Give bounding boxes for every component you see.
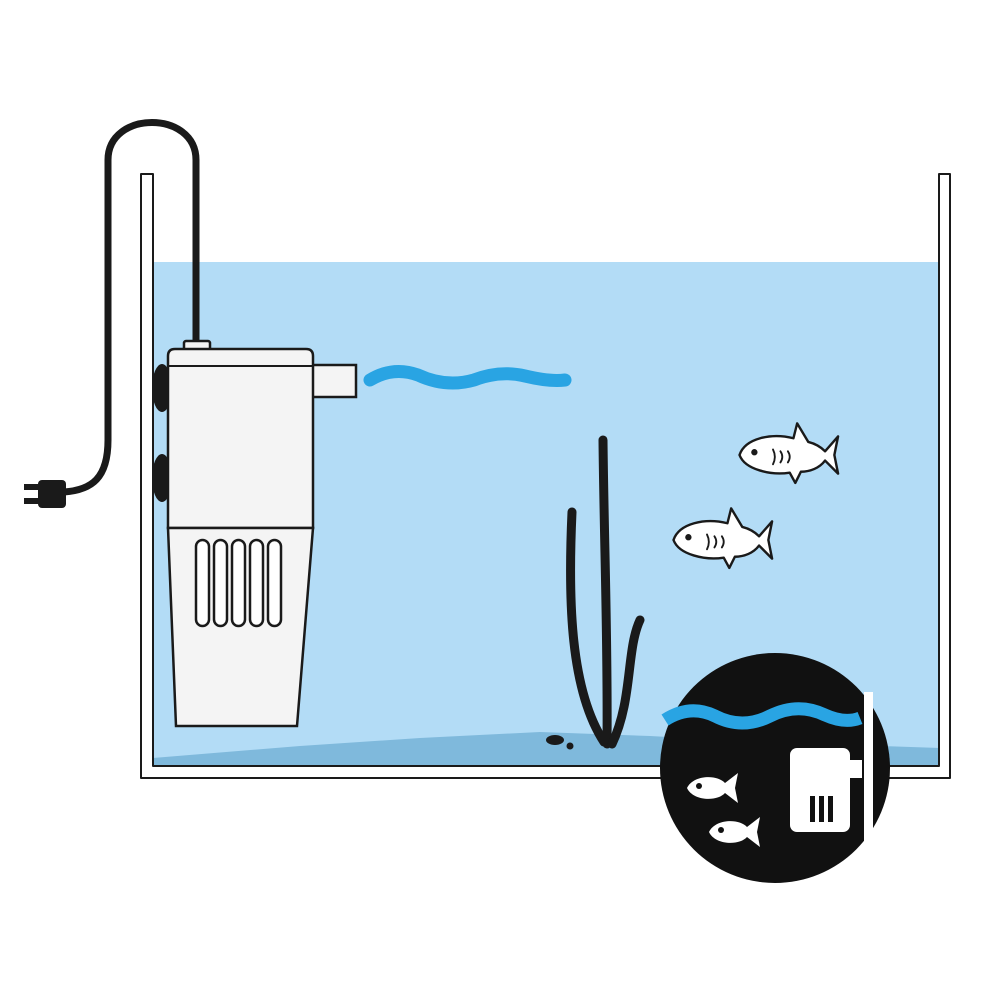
badge-glass-wall xyxy=(864,692,873,842)
plug-prong-top xyxy=(24,484,40,490)
badge-filter-slot xyxy=(828,796,833,822)
badge-filter-body xyxy=(790,748,850,832)
plant-stem-right xyxy=(607,615,645,749)
fish-gills xyxy=(706,533,725,551)
plant-stem-left xyxy=(566,507,609,747)
filter-outlet-nozzle xyxy=(308,363,358,399)
filter-intake-slots xyxy=(194,538,283,628)
badge-fish-icon xyxy=(687,773,738,803)
badge-fish-eye xyxy=(696,783,702,789)
plug-prong-bottom xyxy=(24,498,40,504)
fish-group xyxy=(672,422,840,570)
badge-filter-slot xyxy=(819,796,824,822)
badge-fish-icon xyxy=(709,817,760,847)
filter-intake-slot xyxy=(194,538,211,628)
fish-gills xyxy=(772,448,791,466)
water-flow-icon xyxy=(363,364,572,390)
badge-filter-slot xyxy=(810,796,815,822)
filter-intake-slot xyxy=(248,538,265,628)
power-cable xyxy=(60,119,200,496)
fish-icon xyxy=(738,422,840,485)
badge-filter-slots xyxy=(810,796,833,822)
badge-filter-outlet xyxy=(848,760,862,778)
badge-fish-body xyxy=(709,817,760,847)
badge-fish-body xyxy=(687,773,738,803)
fish-eye xyxy=(751,449,758,456)
plant-stem-tall xyxy=(598,435,612,749)
filter-intake-slot xyxy=(230,538,247,628)
badge-water-wave xyxy=(661,702,863,730)
aquarium-tank xyxy=(140,173,951,779)
filter-intake-slot xyxy=(266,538,283,628)
plant-root-pebble xyxy=(566,742,574,750)
badge-fish-eye xyxy=(718,827,724,833)
fish-icon xyxy=(672,507,774,570)
plug-body xyxy=(38,480,66,508)
aquatic-plant-icon xyxy=(546,435,645,750)
internal-filter xyxy=(166,339,358,728)
filter-intake-slot xyxy=(212,538,229,628)
fish-eye xyxy=(685,534,692,541)
power-plug-icon xyxy=(24,480,66,508)
internal-filter-badge-icon xyxy=(660,653,890,883)
filter-motor-head xyxy=(166,347,315,530)
plant-root-stone xyxy=(546,735,564,745)
badge-fish-group xyxy=(687,773,760,847)
